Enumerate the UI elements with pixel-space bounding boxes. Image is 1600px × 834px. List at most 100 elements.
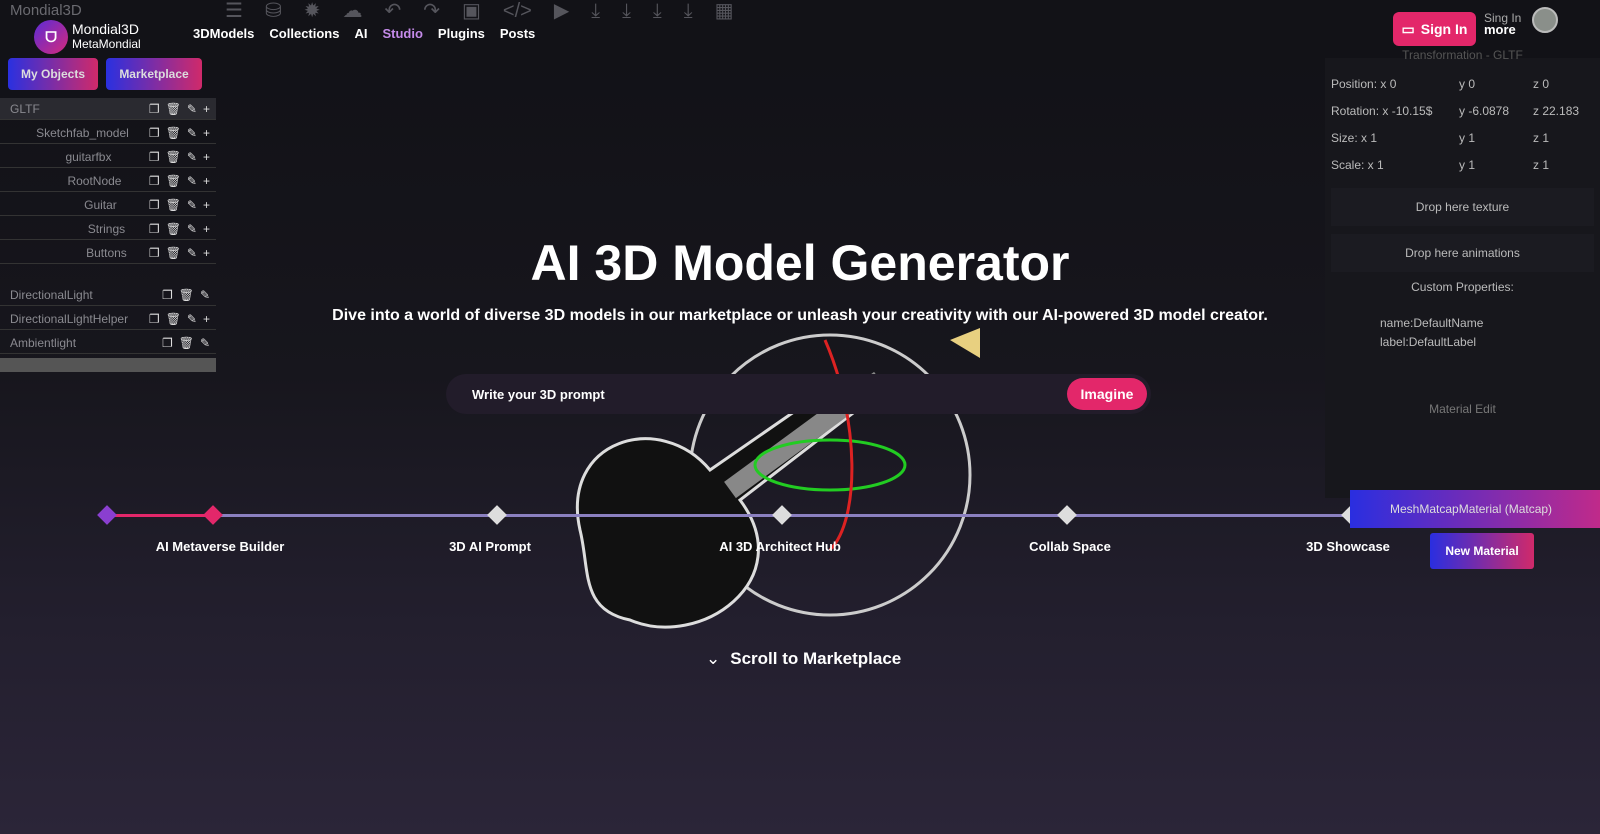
- tree-item[interactable]: Guitar❐🗑✎+: [0, 194, 216, 216]
- download-icon[interactable]: ⤓: [652, 0, 662, 22]
- timeline-label[interactable]: 3D Showcase: [1306, 539, 1390, 554]
- avatar[interactable]: [1532, 7, 1558, 33]
- tree-item[interactable]: Sketchfab_model❐🗑✎+: [0, 122, 216, 144]
- transform-field[interactable]: y 1: [1459, 130, 1476, 145]
- nav-collections[interactable]: Collections: [269, 26, 340, 41]
- edit-icon[interactable]: ✎: [186, 101, 197, 116]
- nav-ai[interactable]: AI: [354, 26, 368, 41]
- transform-field[interactable]: Scale: x 1: [1331, 157, 1384, 172]
- timeline-marker[interactable]: [1057, 505, 1077, 525]
- tree-item[interactable]: Strings❐🗑✎+: [0, 218, 216, 240]
- copy-icon[interactable]: ❐: [148, 149, 160, 164]
- tree-item[interactable]: Buttons❐🗑✎+: [0, 242, 216, 264]
- timeline-marker[interactable]: [97, 505, 117, 525]
- nav-posts[interactable]: Posts: [499, 26, 536, 41]
- tree-item[interactable]: GLTF❐🗑✎+: [0, 98, 216, 120]
- add-icon[interactable]: +: [202, 221, 210, 236]
- edit-icon[interactable]: ✎: [186, 245, 197, 260]
- trash-icon[interactable]: 🗑: [165, 173, 181, 188]
- tree-item[interactable]: guitarfbx❐🗑✎+: [0, 146, 216, 168]
- code-icon[interactable]: </>: [502, 0, 532, 22]
- transform-field[interactable]: z 0: [1533, 76, 1550, 91]
- light-icon[interactable]: ✹: [303, 0, 321, 22]
- timeline-label[interactable]: Collab Space: [1029, 539, 1111, 554]
- guitar-model-viewport[interactable]: [540, 320, 980, 650]
- tree-item[interactable]: Ambientlight❐🗑✎: [0, 332, 216, 354]
- prompt-input[interactable]: Write your 3D prompt Imagine: [446, 374, 1151, 414]
- grid-icon[interactable]: ▦: [714, 0, 734, 22]
- logo[interactable]: ᗜ: [34, 20, 68, 54]
- edit-icon[interactable]: ✎: [186, 125, 197, 140]
- download-icon[interactable]: ⤓: [591, 0, 601, 22]
- trash-icon[interactable]: 🗑: [165, 125, 181, 140]
- tree-item[interactable]: RootNode❐🗑✎+: [0, 170, 216, 192]
- add-icon[interactable]: +: [202, 149, 210, 164]
- download-icon[interactable]: ⤓: [683, 0, 693, 22]
- timeline-label[interactable]: AI Metaverse Builder: [155, 539, 285, 554]
- copy-icon[interactable]: ❐: [148, 221, 160, 236]
- copy-icon[interactable]: ❐: [148, 125, 160, 140]
- timeline-label[interactable]: AI 3D Architect Hub: [719, 539, 841, 554]
- copy-icon[interactable]: ❐: [148, 311, 160, 326]
- transform-field[interactable]: z 1: [1533, 130, 1550, 145]
- nav-studio[interactable]: Studio: [382, 26, 423, 41]
- timeline-marker[interactable]: [203, 505, 223, 525]
- nav-plugins[interactable]: Plugins: [437, 26, 485, 41]
- add-icon[interactable]: +: [202, 125, 210, 140]
- imagine-button[interactable]: Imagine: [1067, 378, 1147, 410]
- transform-field[interactable]: y -6.0878: [1459, 103, 1510, 118]
- trash-icon[interactable]: 🗑: [165, 311, 181, 326]
- drop-animations-zone[interactable]: Drop here animations: [1331, 234, 1594, 272]
- play-icon[interactable]: ▶: [553, 0, 570, 22]
- copy-icon[interactable]: ❐: [148, 173, 160, 188]
- save-icon[interactable]: ▣: [462, 0, 481, 22]
- copy-icon[interactable]: ❐: [161, 287, 173, 302]
- add-icon[interactable]: +: [202, 101, 210, 116]
- edit-icon[interactable]: ✎: [199, 335, 210, 350]
- my-objects-button[interactable]: My Objects: [8, 58, 98, 90]
- material-select[interactable]: MeshMatcapMaterial (Matcap): [1350, 490, 1600, 528]
- trash-icon[interactable]: 🗑: [165, 221, 181, 236]
- marketplace-button[interactable]: Marketplace: [106, 58, 202, 90]
- transform-field[interactable]: Position: x 0: [1331, 76, 1397, 91]
- transform-field[interactable]: z 1: [1533, 157, 1550, 172]
- add-icon[interactable]: +: [202, 173, 210, 188]
- add-icon[interactable]: +: [202, 245, 210, 260]
- copy-icon[interactable]: ❐: [148, 101, 160, 116]
- trash-icon[interactable]: 🗑: [178, 335, 194, 350]
- nav-3dmodels[interactable]: 3DModels: [193, 26, 255, 41]
- edit-icon[interactable]: ✎: [186, 311, 197, 326]
- transform-field[interactable]: z 22.183: [1533, 103, 1580, 118]
- undo-icon[interactable]: ↶: [384, 0, 402, 22]
- transform-field[interactable]: y 1: [1459, 157, 1476, 172]
- add-icon[interactable]: +: [202, 311, 210, 326]
- add-icon[interactable]: +: [202, 197, 210, 212]
- trash-icon[interactable]: 🗑: [165, 101, 181, 116]
- tree-item[interactable]: DirectionalLight❐🗑✎: [0, 284, 216, 306]
- redo-icon[interactable]: ↷: [423, 0, 440, 22]
- new-material-button[interactable]: New Material: [1430, 533, 1534, 569]
- menu-icon[interactable]: ☰: [225, 0, 243, 22]
- transform-field[interactable]: Size: x 1: [1331, 130, 1378, 145]
- edit-icon[interactable]: ✎: [186, 197, 197, 212]
- download-icon[interactable]: ⤓: [622, 0, 631, 22]
- drop-texture-zone[interactable]: Drop here texture: [1331, 188, 1594, 226]
- trash-icon[interactable]: 🗑: [165, 149, 181, 164]
- trash-icon[interactable]: 🗑: [165, 197, 181, 212]
- edit-icon[interactable]: ✎: [186, 149, 197, 164]
- cloud-icon[interactable]: ☁: [342, 0, 363, 22]
- copy-icon[interactable]: ❐: [161, 335, 173, 350]
- edit-icon[interactable]: ✎: [186, 221, 197, 236]
- scroll-to-marketplace[interactable]: ⌄Scroll to Marketplace: [706, 649, 901, 669]
- transform-field[interactable]: Rotation: x -10.15$: [1331, 103, 1433, 118]
- timeline-label[interactable]: 3D AI Prompt: [449, 539, 531, 554]
- trash-icon[interactable]: 🗑: [165, 245, 181, 260]
- sign-in-button[interactable]: ▭Sign In: [1393, 12, 1476, 46]
- edit-icon[interactable]: ✎: [186, 173, 197, 188]
- copy-icon[interactable]: ❐: [148, 197, 160, 212]
- trash-icon[interactable]: 🗑: [178, 287, 194, 302]
- edit-icon[interactable]: ✎: [199, 287, 210, 302]
- copy-icon[interactable]: ❐: [148, 245, 160, 260]
